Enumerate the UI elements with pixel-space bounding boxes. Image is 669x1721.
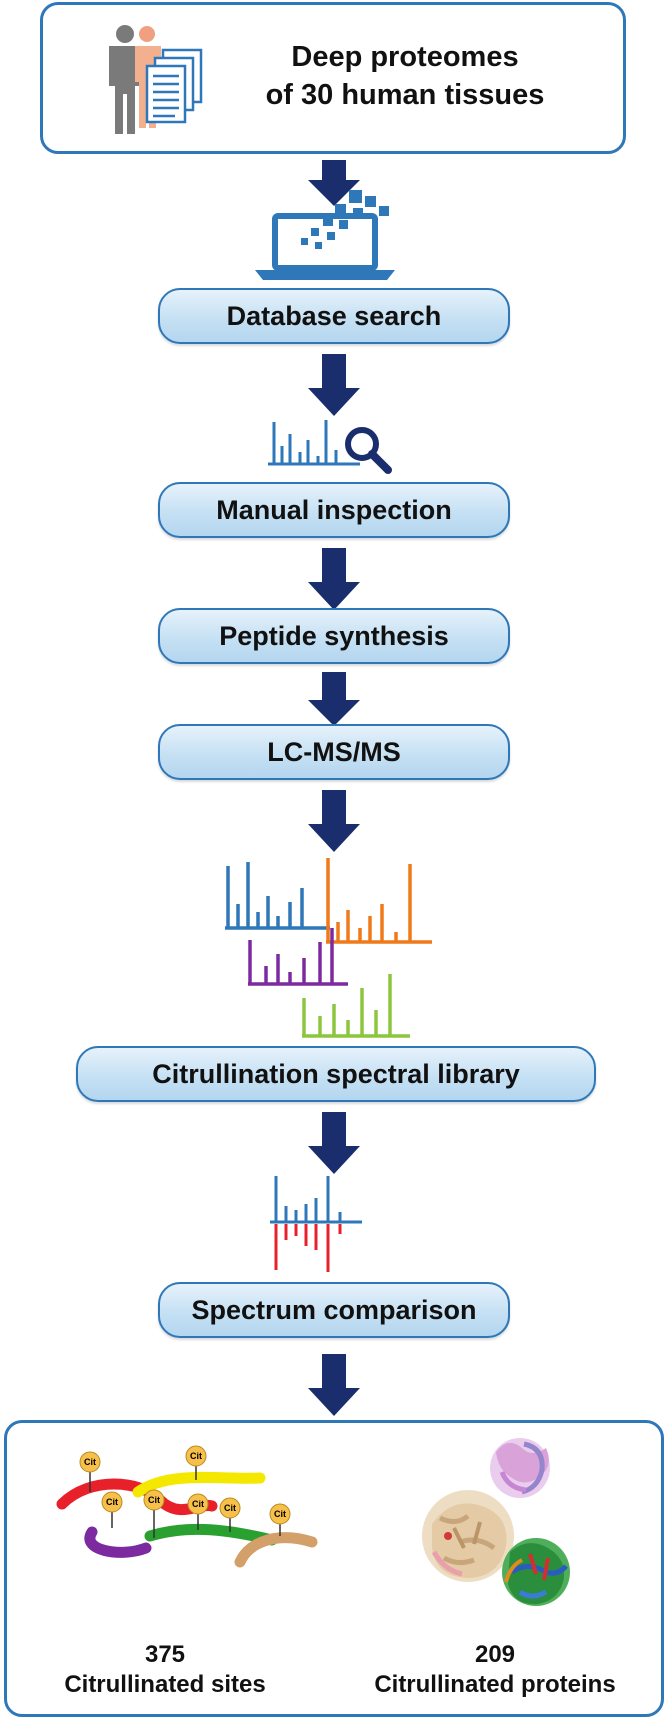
sites-stat: 375 Citrullinated sites [30, 1640, 300, 1700]
step-label: LC-MS/MS [267, 736, 401, 767]
cit-tag-text: Cit [274, 1509, 286, 1519]
cit-tag-text: Cit [190, 1451, 202, 1461]
down-arrow-icon [308, 354, 360, 416]
proteins-count: 209 [474, 1641, 516, 1668]
step-label: Spectrum comparison [191, 1294, 477, 1325]
step-spectrum-comparison: Spectrum comparison [158, 1282, 510, 1338]
spectral-library-icon [225, 858, 432, 1038]
cit-tag-text: Cit [224, 1503, 236, 1513]
step-citrullination-spectral-library: Citrullination spectral library [76, 1046, 596, 1102]
down-arrow-icon [308, 160, 360, 206]
step-peptide-synthesis: Peptide synthesis [158, 608, 510, 664]
proteins-stat: 209 Citrullinated proteins [335, 1640, 655, 1700]
step-label: Peptide synthesis [219, 620, 449, 651]
protein-structures-icon [422, 1438, 570, 1606]
down-arrow-icon [308, 548, 360, 610]
step-database-search: Database search [158, 288, 510, 344]
cit-tag-text: Cit [106, 1497, 118, 1507]
down-arrow-icon [308, 1112, 360, 1174]
step-label: Manual inspection [216, 494, 452, 525]
citrullinated-peptides-icon: Cit Cit Cit Cit Cit Cit Cit [56, 1445, 318, 1568]
cit-tag-text: Cit [192, 1499, 204, 1509]
cit-tag-text: Cit [84, 1457, 96, 1467]
down-arrow-icon [308, 672, 360, 726]
proteins-label: Citrullinated proteins [374, 1671, 616, 1698]
input-title: Deep proteomes of 30 human tissues [225, 38, 585, 114]
step-manual-inspection: Manual inspection [158, 482, 510, 538]
sites-label: Citrullinated sites [64, 1671, 266, 1698]
mirror-spectrum-icon [270, 1176, 362, 1272]
input-title-line1: Deep proteomes [291, 41, 519, 73]
people-documents-icon [109, 25, 203, 134]
spectrum-magnifier-icon [268, 420, 392, 474]
step-label: Citrullination spectral library [152, 1058, 520, 1089]
step-label: Database search [226, 300, 442, 331]
sites-count: 375 [144, 1641, 186, 1668]
laptop-icon [255, 190, 395, 280]
down-arrow-icon [308, 1354, 360, 1416]
input-title-line2: of 30 human tissues [265, 79, 545, 111]
step-lc-ms-ms: LC-MS/MS [158, 724, 510, 780]
cit-tag-text: Cit [148, 1495, 160, 1505]
down-arrow-icon [308, 790, 360, 852]
